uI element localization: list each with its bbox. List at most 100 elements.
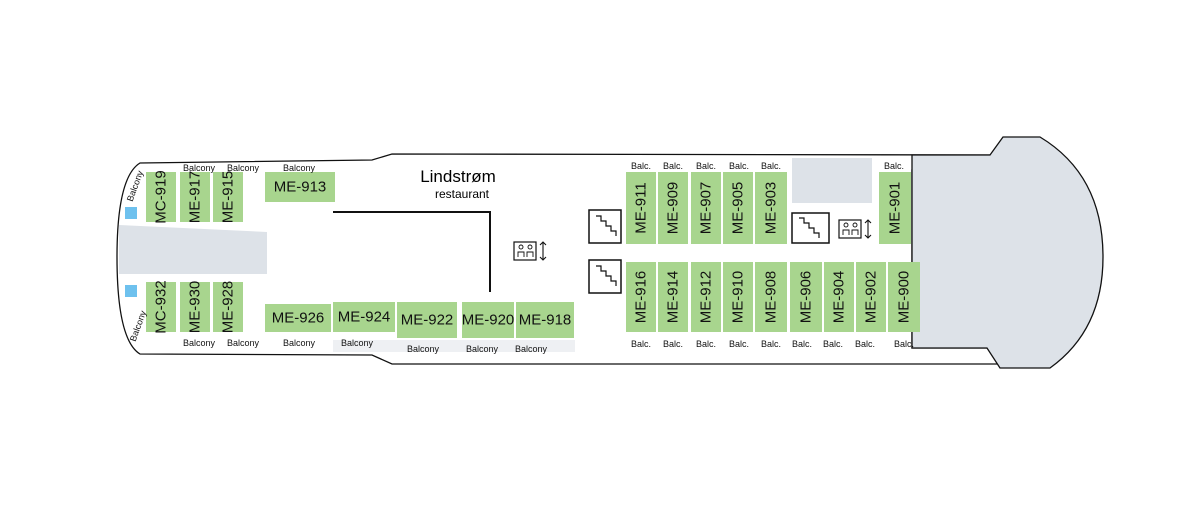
balcony-label: Balcony: [407, 344, 440, 354]
cabin[interactable]: ME-928: [213, 281, 243, 334]
cabin-fill: [265, 304, 331, 332]
balcony-label: Balc.: [729, 161, 749, 171]
cabin[interactable]: ME-909: [658, 172, 688, 244]
cabin-label: ME-905: [730, 182, 747, 235]
cabin[interactable]: ME-930: [180, 281, 210, 334]
balcony-label: Balc.: [761, 339, 781, 349]
stairs-icon: [791, 212, 830, 244]
cabin-fill: [879, 172, 911, 244]
cabin[interactable]: MC-919: [146, 170, 176, 224]
cabin[interactable]: ME-906: [790, 262, 822, 332]
cabin-fill: [658, 262, 688, 332]
cabin-label: ME-914: [665, 271, 682, 324]
cabin[interactable]: ME-915: [213, 171, 243, 224]
cabin[interactable]: ME-924: [333, 302, 395, 332]
cabin-label: ME-911: [633, 182, 650, 233]
cabin-label: ME-904: [831, 271, 848, 324]
balcony-label: Balcony: [283, 338, 316, 348]
cabin-fill: [856, 262, 886, 332]
cabin-fill: [516, 302, 574, 338]
balcony-marker: [125, 285, 137, 297]
cabin-label: ME-915: [220, 171, 237, 224]
elevator-icon: [838, 219, 872, 239]
balcony-label: Balc.: [761, 161, 781, 171]
balcony-label: Balc.: [663, 339, 683, 349]
restaurant-subtitle: restaurant: [435, 187, 490, 201]
cabin-fill: [213, 172, 243, 222]
balcony-label: Balc.: [696, 339, 716, 349]
aft-corridor: [119, 225, 267, 274]
service-area: [792, 158, 872, 203]
cabin-fill: [723, 262, 753, 332]
cabin-fill: [333, 302, 395, 332]
restaurant-name: Lindstrøm: [420, 167, 496, 186]
balcony-label: Balc.: [631, 161, 651, 171]
cabin[interactable]: ME-900: [888, 262, 920, 332]
cabin[interactable]: MC-932: [146, 280, 176, 334]
cabin-label: ME-920: [462, 312, 515, 329]
cabin-fill: [180, 282, 210, 332]
cabin-label: ME-930: [187, 281, 204, 334]
cabin-label: ME-912: [698, 271, 715, 324]
cabin[interactable]: ME-910: [723, 262, 753, 332]
cabin[interactable]: ME-905: [723, 172, 753, 244]
balcony-label: Balc.: [663, 161, 683, 171]
cabin-fill: [397, 302, 457, 338]
cabin-fill: [146, 282, 176, 332]
cabin-fill: [723, 172, 753, 244]
cabin-fill: [462, 302, 514, 338]
balcony-label: Balcony: [227, 338, 260, 348]
cabin-label: ME-906: [798, 271, 815, 324]
balcony-label: Balcony: [183, 338, 216, 348]
cabin[interactable]: ME-904: [824, 262, 854, 332]
cabin-label: ME-902: [863, 271, 880, 324]
balcony-label: Balcony: [515, 344, 548, 354]
cabin-label: ME-922: [401, 312, 454, 329]
cabin[interactable]: ME-911: [626, 172, 656, 244]
bow-area: [911, 136, 1104, 369]
cabin-fill: [755, 262, 787, 332]
cabin-label: ME-918: [519, 312, 572, 329]
cabin[interactable]: ME-917: [180, 171, 210, 224]
balcony-marker: [125, 207, 137, 219]
balcony-label: Balc.: [855, 339, 875, 349]
cabin-fill: [824, 262, 854, 332]
cabin-label: ME-924: [338, 309, 391, 326]
cabin[interactable]: ME-918: [516, 302, 574, 338]
balcony-label: Balcony: [341, 338, 374, 348]
cabin[interactable]: ME-922: [397, 302, 457, 338]
cabin-label: ME-910: [730, 271, 747, 324]
cabin-fill: [755, 172, 787, 244]
cabin[interactable]: ME-902: [856, 262, 886, 332]
balcony-label: Balc.: [729, 339, 749, 349]
cabin[interactable]: ME-913: [265, 172, 335, 202]
cabin-label: ME-900: [896, 271, 913, 324]
cabin[interactable]: ME-920: [462, 302, 515, 338]
cabin[interactable]: ME-901: [879, 172, 911, 244]
cabin[interactable]: ME-903: [755, 172, 787, 244]
cabin-label: ME-913: [274, 179, 327, 196]
cabin[interactable]: ME-914: [658, 262, 688, 332]
cabin[interactable]: ME-908: [755, 262, 787, 332]
cabin[interactable]: ME-907: [691, 172, 721, 244]
elevator-icon: [513, 241, 547, 261]
cabin-fill: [888, 262, 920, 332]
balcony-label: Balc.: [894, 339, 914, 349]
cabin[interactable]: ME-916: [626, 262, 656, 332]
cabin-fill: [265, 172, 335, 202]
cabin-fill: [626, 172, 656, 244]
cabin[interactable]: ME-912: [691, 262, 721, 332]
balcony-label: Balc.: [884, 161, 904, 171]
cabin-label: ME-903: [763, 182, 780, 235]
balcony-label: Balc.: [792, 339, 812, 349]
cabin-fill: [691, 262, 721, 332]
balcony-label: Balc.: [631, 339, 651, 349]
cabin-label: ME-916: [633, 271, 650, 324]
cabin-label: ME-907: [698, 182, 715, 235]
corridor-strip-left: [333, 340, 575, 352]
balcony-label: Balcony: [466, 344, 499, 354]
cabin-fill: [658, 172, 688, 244]
cabin[interactable]: ME-926: [265, 304, 331, 332]
stairs-icon: [588, 209, 622, 244]
restaurant-wall: [333, 211, 491, 292]
